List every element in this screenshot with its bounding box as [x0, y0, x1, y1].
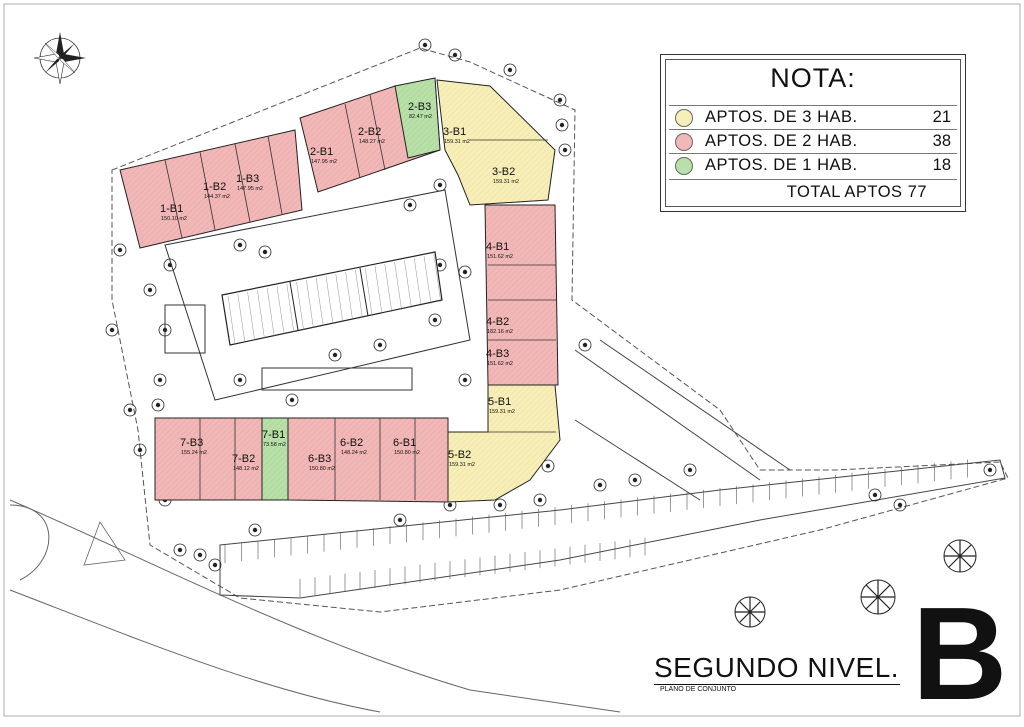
legend-label: APTOS. DE 2 HAB.: [705, 132, 858, 150]
drawing-subtitle: PLANO DE CONJUNTO: [660, 686, 737, 693]
unit-label: 5-B1: [488, 396, 511, 408]
north-arrow-icon: [33, 32, 86, 85]
unit-area: 150.80 m2: [309, 466, 335, 472]
unit-label: 2-B1: [310, 146, 333, 158]
palm-tree-icon: [734, 596, 766, 628]
unit-area: 159.31 m2: [489, 409, 515, 415]
building-1: [119, 129, 303, 249]
unit-label: 6-B3: [308, 453, 331, 465]
unit-label: 4-B3: [486, 348, 509, 360]
pool-divider: [359, 267, 369, 317]
unit-label: 7-B1: [262, 429, 285, 441]
parking-band: [219, 459, 1006, 599]
unit-area: 148.27 m2: [359, 139, 385, 145]
legend-row-1hab: APTOS. DE 1 HAB. 18: [669, 153, 957, 176]
unit-label: 3-B1: [443, 126, 466, 138]
tree-symbols: [105, 38, 997, 572]
drawing-title: SEGUNDO NIVEL.: [654, 652, 900, 683]
amenity-block: [164, 304, 206, 354]
unit-area: 182.16 m2: [487, 329, 513, 335]
unit-area: 159.31 m2: [444, 139, 470, 145]
pool-tiles: [227, 253, 441, 345]
legend-inner-frame: [665, 59, 961, 207]
unit-area: 147.95 m2: [311, 159, 337, 165]
legend-total: TOTAL APTOS 77: [786, 183, 927, 201]
legend-row-2hab: APTOS. DE 2 HAB. 38: [669, 129, 957, 152]
unit-area: 148.24 m2: [341, 450, 367, 456]
parking-stalls: [224, 459, 968, 597]
legend-swatch-3hab: [675, 109, 693, 127]
legend-count: 38: [932, 132, 951, 150]
unit-label: 2-B3: [408, 101, 431, 113]
unit-area: 150.80 m2: [394, 450, 420, 456]
legend-label: APTOS. DE 3 HAB.: [705, 108, 858, 126]
legend-count: 21: [932, 108, 951, 126]
palm-tree-icon: [860, 579, 896, 615]
building-2-green: [394, 77, 441, 159]
unit-area: 144.37 m2: [204, 194, 230, 200]
unit-label: 1-B1: [160, 203, 183, 215]
unit-area: 148.12 m2: [233, 466, 259, 472]
building-7-green: [261, 417, 289, 501]
unit-area: 73.58 m2: [263, 442, 286, 448]
unit-label: 2-B2: [358, 126, 381, 138]
road-edge-outer: [9, 499, 621, 713]
legend-title: NOTA:: [770, 63, 856, 93]
roundabout: [9, 504, 50, 581]
page-frame: [3, 3, 1021, 717]
covered-walkway: [261, 367, 413, 391]
road-edge-inner: [9, 589, 381, 713]
unit-label: 7-B3: [180, 437, 203, 449]
unit-label: 5-B2: [448, 449, 471, 461]
unit-area: 151.62 m2: [487, 254, 513, 260]
legend-row-3hab: APTOS. DE 3 HAB. 21: [669, 105, 957, 128]
building-3: [436, 79, 556, 206]
unit-label: 4-B2: [486, 316, 509, 328]
property-boundary: [111, 47, 1009, 613]
unit-area: 147.95 m2: [237, 186, 263, 192]
legend-swatch-2hab: [675, 133, 693, 151]
traffic-island: [83, 521, 126, 566]
unit-area: 150.10 m2: [161, 216, 187, 222]
legend-label: APTOS. DE 1 HAB.: [705, 156, 858, 174]
parking-diagonal: [574, 339, 791, 501]
courtyard-outline: [164, 189, 471, 401]
unit-label: 6-B2: [340, 437, 363, 449]
unit-label: 7-B2: [232, 453, 255, 465]
unit-area: 159.31 m2: [493, 179, 519, 185]
pool-divider: [289, 281, 299, 331]
legend-box: NOTA: APTOS. DE 3 HAB. 21 APTOS. DE 2 HA…: [660, 54, 966, 212]
building-5: [447, 384, 561, 503]
legend-swatch-1hab: [675, 157, 693, 175]
unit-label: 1-B2: [203, 181, 226, 193]
unit-area: 82.47 m2: [409, 114, 432, 120]
unit-dividers: [164, 94, 556, 500]
legend-total-row: TOTAL APTOS 77: [669, 179, 957, 204]
unit-label: 3-B2: [492, 166, 515, 178]
unit-label: 6-B1: [393, 437, 416, 449]
pool: [221, 251, 443, 346]
title-underline: [654, 684, 900, 685]
unit-area: 155.24 m2: [181, 450, 207, 456]
unit-area: 159.31 m2: [449, 462, 475, 468]
unit-area: 151.62 m2: [487, 361, 513, 367]
palm-tree-icon: [943, 539, 977, 573]
legend-count: 18: [932, 156, 951, 174]
sheet-letter: B: [912, 580, 1008, 727]
unit-label: 4-B1: [486, 241, 509, 253]
unit-label: 1-B3: [236, 173, 259, 185]
